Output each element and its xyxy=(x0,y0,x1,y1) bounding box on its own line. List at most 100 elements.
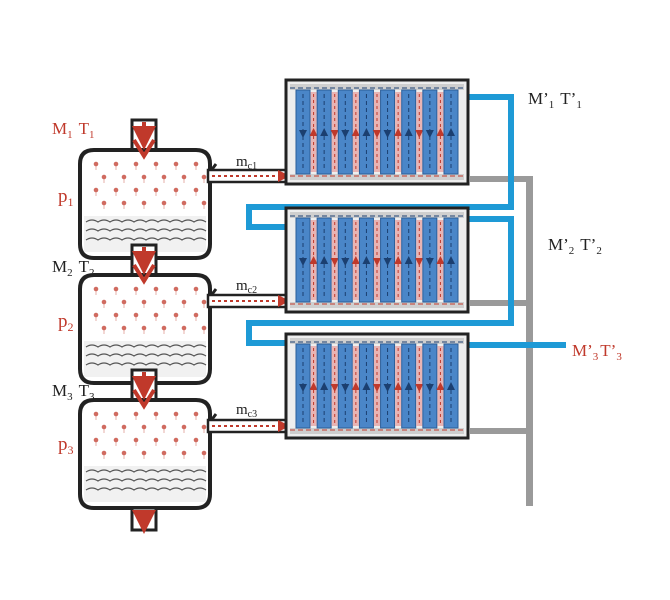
vapor-droplet xyxy=(141,174,147,180)
condensate-flow-arrow xyxy=(330,258,339,266)
vapor-droplet xyxy=(93,411,99,417)
vapor-droplet xyxy=(161,424,167,430)
condenser-2 xyxy=(284,206,470,314)
coolant-flow-arrow xyxy=(447,128,455,136)
vapor-droplet xyxy=(201,174,207,180)
vapor-droplet xyxy=(153,286,159,292)
coolant-flow-arrow xyxy=(404,382,413,390)
coolant-flow-arrow xyxy=(299,384,307,392)
condensate-flow-arrow xyxy=(415,258,424,266)
vapor-droplet xyxy=(141,325,147,331)
coolant-flow-arrow xyxy=(404,128,413,136)
vapor-droplet xyxy=(113,161,119,167)
vapor-droplet xyxy=(181,200,187,206)
condensate-flow-arrow xyxy=(415,384,424,392)
coolant-flow-arrow xyxy=(320,128,329,136)
coolant-flow-arrow xyxy=(320,382,329,390)
coolant-flow-arrow xyxy=(383,258,392,266)
vessel-3 xyxy=(78,368,290,510)
vapor-droplet xyxy=(93,161,99,167)
condensate-flow-arrow xyxy=(330,384,339,392)
vapor-droplet xyxy=(193,161,199,167)
vapor-droplet xyxy=(153,187,159,193)
vapor-droplet xyxy=(113,312,119,318)
vapor-droplet xyxy=(201,450,207,456)
condensate-flow-arrow xyxy=(351,256,360,264)
vapor-droplet xyxy=(133,411,139,417)
vapor-droplet xyxy=(101,450,107,456)
condensate-flow-arrow xyxy=(415,130,424,138)
vapor-droplet xyxy=(101,424,107,430)
vapor-droplet xyxy=(121,325,127,331)
vapor-droplet xyxy=(173,286,179,292)
condensate-flow-arrow xyxy=(309,382,318,390)
vapor-droplet xyxy=(153,437,159,443)
vapor-droplet xyxy=(121,299,127,305)
vapor-droplet xyxy=(141,424,147,430)
condensate-flow-arrow xyxy=(309,256,318,264)
vessel-1-pressure-label: p1 xyxy=(58,186,74,209)
condensate-flow-arrow xyxy=(373,384,381,392)
vapor-droplet xyxy=(141,200,147,206)
condensate-flow-arrow xyxy=(394,256,403,264)
condensate-flow-arrow xyxy=(436,382,445,390)
vessel-2 xyxy=(78,243,290,385)
vapor-droplet xyxy=(101,200,107,206)
vapor-droplet xyxy=(133,437,139,443)
coolant-flow-arrow xyxy=(341,130,350,138)
vapor-droplet xyxy=(113,286,119,292)
vapor-droplet xyxy=(133,286,139,292)
vessel-1-vapor-label: mc1 xyxy=(236,154,257,172)
vapor-droplet xyxy=(153,161,159,167)
condenser-bundles xyxy=(284,78,470,440)
flash-vessels xyxy=(78,118,290,534)
coolant-flow-arrow xyxy=(425,384,434,392)
vapor-droplet xyxy=(113,411,119,417)
coolant-flow-arrow xyxy=(425,130,434,138)
vapor-droplet xyxy=(193,286,199,292)
vapor-droplet xyxy=(181,299,187,305)
condensate-flow-arrow xyxy=(436,256,445,264)
vapor-droplet xyxy=(133,161,139,167)
coolant-flow-arrow xyxy=(404,256,413,264)
condensate-flow-arrow xyxy=(394,382,403,390)
coolant-flow-arrow xyxy=(299,258,307,266)
vapor-droplet xyxy=(93,286,99,292)
vapor-droplet xyxy=(181,325,187,331)
vessel-3-pressure-label: p3 xyxy=(58,434,74,457)
condensate-flow-arrow xyxy=(436,128,445,136)
vapor-droplet xyxy=(113,187,119,193)
condensate-flow-arrow xyxy=(351,382,360,390)
vapor-droplet xyxy=(193,312,199,318)
vessel-3-vapor-label: mc3 xyxy=(236,402,257,420)
vapor-droplet xyxy=(181,424,187,430)
vapor-droplet xyxy=(201,299,207,305)
condensate-flow-arrow xyxy=(309,128,318,136)
vapor-droplet xyxy=(133,312,139,318)
vessel-2-pressure-label: p2 xyxy=(58,311,74,334)
condensate-flow-arrow xyxy=(394,128,403,136)
coolant-flow-arrow xyxy=(320,256,329,264)
condensate-flow-arrow xyxy=(373,258,381,266)
vapor-droplet xyxy=(173,187,179,193)
vapor-droplet xyxy=(133,187,139,193)
vapor-droplet xyxy=(93,437,99,443)
coolant-flow-arrow xyxy=(447,382,455,390)
vapor-droplet xyxy=(121,200,127,206)
condensate-flow-arrow xyxy=(373,130,381,138)
vapor-droplet xyxy=(181,174,187,180)
coolant-flow-arrow xyxy=(362,256,371,264)
vapor-droplet xyxy=(141,450,147,456)
vapor-droplet xyxy=(193,187,199,193)
coolant-flow-arrow xyxy=(341,384,350,392)
coolant-flow-arrow xyxy=(341,258,350,266)
vapor-droplet xyxy=(161,200,167,206)
vapor-droplet xyxy=(201,424,207,430)
condensate-flow-arrow xyxy=(351,128,360,136)
vapor-droplet xyxy=(153,411,159,417)
coolant-flow-arrow xyxy=(447,256,455,264)
